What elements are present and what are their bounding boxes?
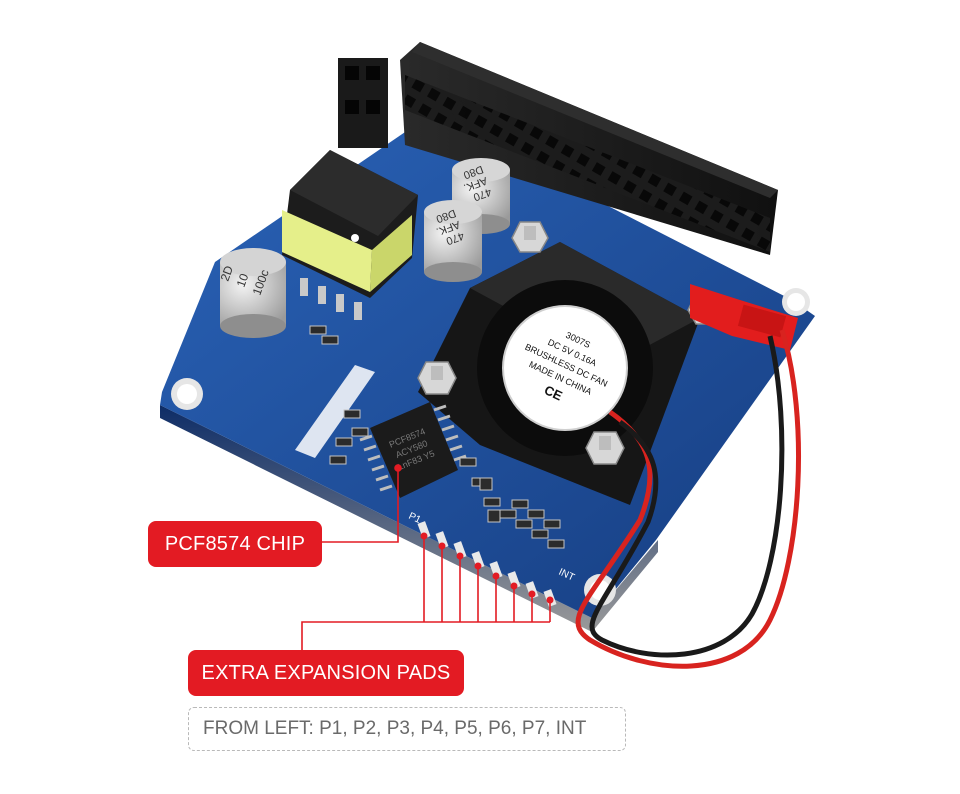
mounting-holes	[171, 288, 810, 606]
board-slot	[295, 365, 375, 458]
wire-red	[575, 329, 801, 669]
cap-small-1-text-1: 470	[472, 185, 493, 203]
pads-leader-lines	[301, 536, 551, 650]
fan-connector	[690, 284, 798, 350]
cooling-fan: 3007S DC 5V 0.16A BRUSHLESS DC FAN MADE …	[417, 221, 725, 505]
wire-black	[589, 335, 785, 658]
gpio-header	[400, 42, 778, 255]
smd-components	[309, 325, 565, 549]
cap-large-text-2: 10	[234, 271, 252, 289]
expansion-pads	[417, 521, 557, 607]
pin-order-note: FROM LEFT: P1, P2, P3, P4, P5, P6, P7, I…	[188, 707, 626, 751]
capacitor-large: 2D 10 100c	[218, 248, 286, 338]
pcb-edge	[160, 405, 658, 632]
pcf8574-chip: PCF8574 ACY580 LnF83 Y5	[359, 402, 467, 498]
expansion-pads-callout: EXTRA EXPANSION PADS	[188, 650, 464, 696]
capacitor-small-2: 470 AFK. D80	[424, 200, 482, 282]
cap-large-text-1: 2D	[218, 264, 237, 284]
small-header	[338, 58, 388, 148]
transformer	[282, 150, 418, 320]
pad-dots	[420, 532, 554, 604]
cap-small-2-text-1: 470	[444, 229, 465, 247]
fan-ce-mark: CE	[542, 382, 565, 403]
chip-callout: PCF8574 CHIP	[148, 521, 322, 567]
pad-label-p1: P1	[407, 511, 423, 526]
chip-leader-line	[322, 464, 402, 543]
